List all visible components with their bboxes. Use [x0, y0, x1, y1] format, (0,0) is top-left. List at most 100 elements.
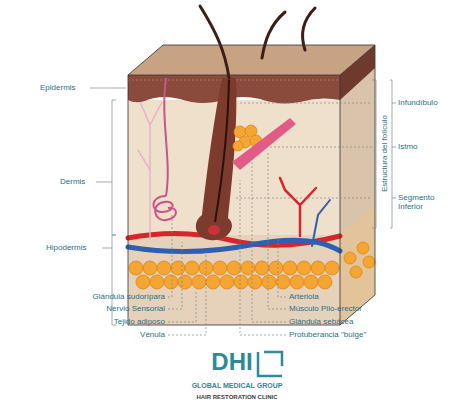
blood-vessels-part [312, 200, 330, 246]
leader-lines-part [390, 80, 392, 228]
logo-frame-part [258, 352, 282, 376]
fat-cells-part [297, 261, 311, 275]
part-label: Arteriola [289, 292, 319, 301]
cube-outline-part [128, 75, 340, 325]
hair-follicle-part [215, 80, 229, 222]
fat-cells-part [276, 275, 290, 289]
fat-cells-part [318, 275, 332, 289]
layer-label: Dermis [60, 177, 85, 186]
fat-cells-part [185, 261, 199, 275]
logo-subtitle: GLOBAL MEDICAL GROUP [192, 382, 283, 389]
leader-lines-part [112, 100, 116, 235]
blood-vessels-part [128, 240, 340, 251]
layer-label: Hipodermis [46, 243, 86, 252]
fat-cells-part [227, 261, 241, 275]
fat-cells-part [248, 275, 262, 289]
leader-lines-part-part [236, 198, 372, 199]
leader-lines-part [90, 88, 126, 89]
leader-lines-part-part [278, 240, 286, 297]
bracket-label: Estructura del folículo [379, 116, 388, 193]
leader-lines-part [96, 182, 112, 183]
part-label: Músculo Pilo-erector [289, 304, 362, 313]
fat-cells-part [311, 261, 325, 275]
leader-lines-part [168, 103, 372, 335]
part-label: Glándula sebácea [289, 317, 354, 326]
leader-lines-part-part [240, 103, 372, 104]
fat-cells-part [255, 261, 269, 275]
hair-follicle-part [208, 225, 220, 235]
leader-lines-part-part [168, 290, 196, 322]
fat-cells-part [164, 275, 178, 289]
cube-faces-part [128, 45, 375, 75]
leader-lines-part-part [168, 214, 172, 297]
leader-lines-part-part [268, 152, 286, 309]
hair-follicle-part [196, 78, 237, 240]
fat-cells-part [241, 261, 255, 275]
fat-cells-part [213, 261, 227, 275]
sebaceous-gland-part [233, 141, 243, 151]
sweat-gland-part [153, 196, 176, 220]
follicle-part-label: Segmento Inferior [398, 193, 450, 211]
part-label: Protuberancia "bulge" [289, 330, 366, 339]
fat-cells-part [192, 275, 206, 289]
fat-cells-part [136, 275, 150, 289]
hairs-part [303, 8, 315, 50]
logo-frame [258, 352, 282, 376]
fat-cells-part [363, 256, 375, 268]
fat-cells-part [157, 261, 171, 275]
fat-cells-part [290, 275, 304, 289]
cube-faces [128, 45, 375, 325]
hairs-part [200, 6, 229, 78]
logo-text: DHI [211, 350, 252, 374]
fat-cells-part [344, 252, 356, 264]
sweat-gland-part [164, 78, 167, 196]
leader-lines-part [392, 147, 396, 148]
fat-cells-part [350, 266, 362, 278]
cube-outline-part [340, 45, 375, 75]
hairs-part [262, 12, 285, 58]
leader-lines-part [392, 103, 396, 104]
part-label: Vénula [140, 330, 165, 339]
fat-cells-part [234, 275, 248, 289]
leader-lines-part-part [240, 180, 286, 335]
hair-follicle [196, 78, 237, 240]
follicle-part-label: Istmo [398, 142, 418, 151]
fat-cells-part [220, 275, 234, 289]
leader-lines-part [372, 80, 376, 228]
fat-cells-part [283, 261, 297, 275]
fat-cells-part [150, 275, 164, 289]
follicle-part-label: Infundíbulo [398, 98, 438, 107]
sweat-gland [153, 78, 176, 220]
blood-vessels [128, 178, 340, 252]
fat-cells-part [262, 275, 276, 289]
leader-lines-part [392, 198, 396, 199]
cube-outline [128, 45, 375, 325]
fat-cells-part [269, 261, 283, 275]
arrector-muscle-part [232, 118, 296, 170]
part-label: Glándula sudorípara [93, 292, 166, 301]
fat-cells-part [325, 261, 339, 275]
logo-subtitle: HAIR RESTORATION CLINIC [196, 394, 277, 400]
hairs [200, 6, 315, 78]
fat-cells-part [129, 261, 143, 275]
leader-lines-part-part [262, 147, 372, 148]
cube-outline-part [128, 45, 375, 325]
leader-lines-part-part [252, 148, 286, 322]
fat-cells-part [357, 242, 369, 254]
layer-label: Epidermis [40, 83, 76, 92]
fat-cells-part [143, 261, 157, 275]
part-label: Tejido adiposo [114, 317, 165, 326]
leader-lines-part-part [168, 252, 206, 335]
leader-lines-part-part [168, 242, 182, 309]
logo-frame-part [264, 352, 282, 366]
part-label: Nervio Sensorial [106, 304, 165, 313]
fat-cells-part [206, 275, 220, 289]
leader-lines-part [102, 248, 112, 249]
fat-cells-part [178, 275, 192, 289]
fat-cells-part [171, 261, 185, 275]
blood-vessels-part [280, 178, 316, 236]
arrector-muscle [232, 118, 296, 170]
leader-lines [90, 80, 396, 335]
fat-cells-part [304, 275, 318, 289]
